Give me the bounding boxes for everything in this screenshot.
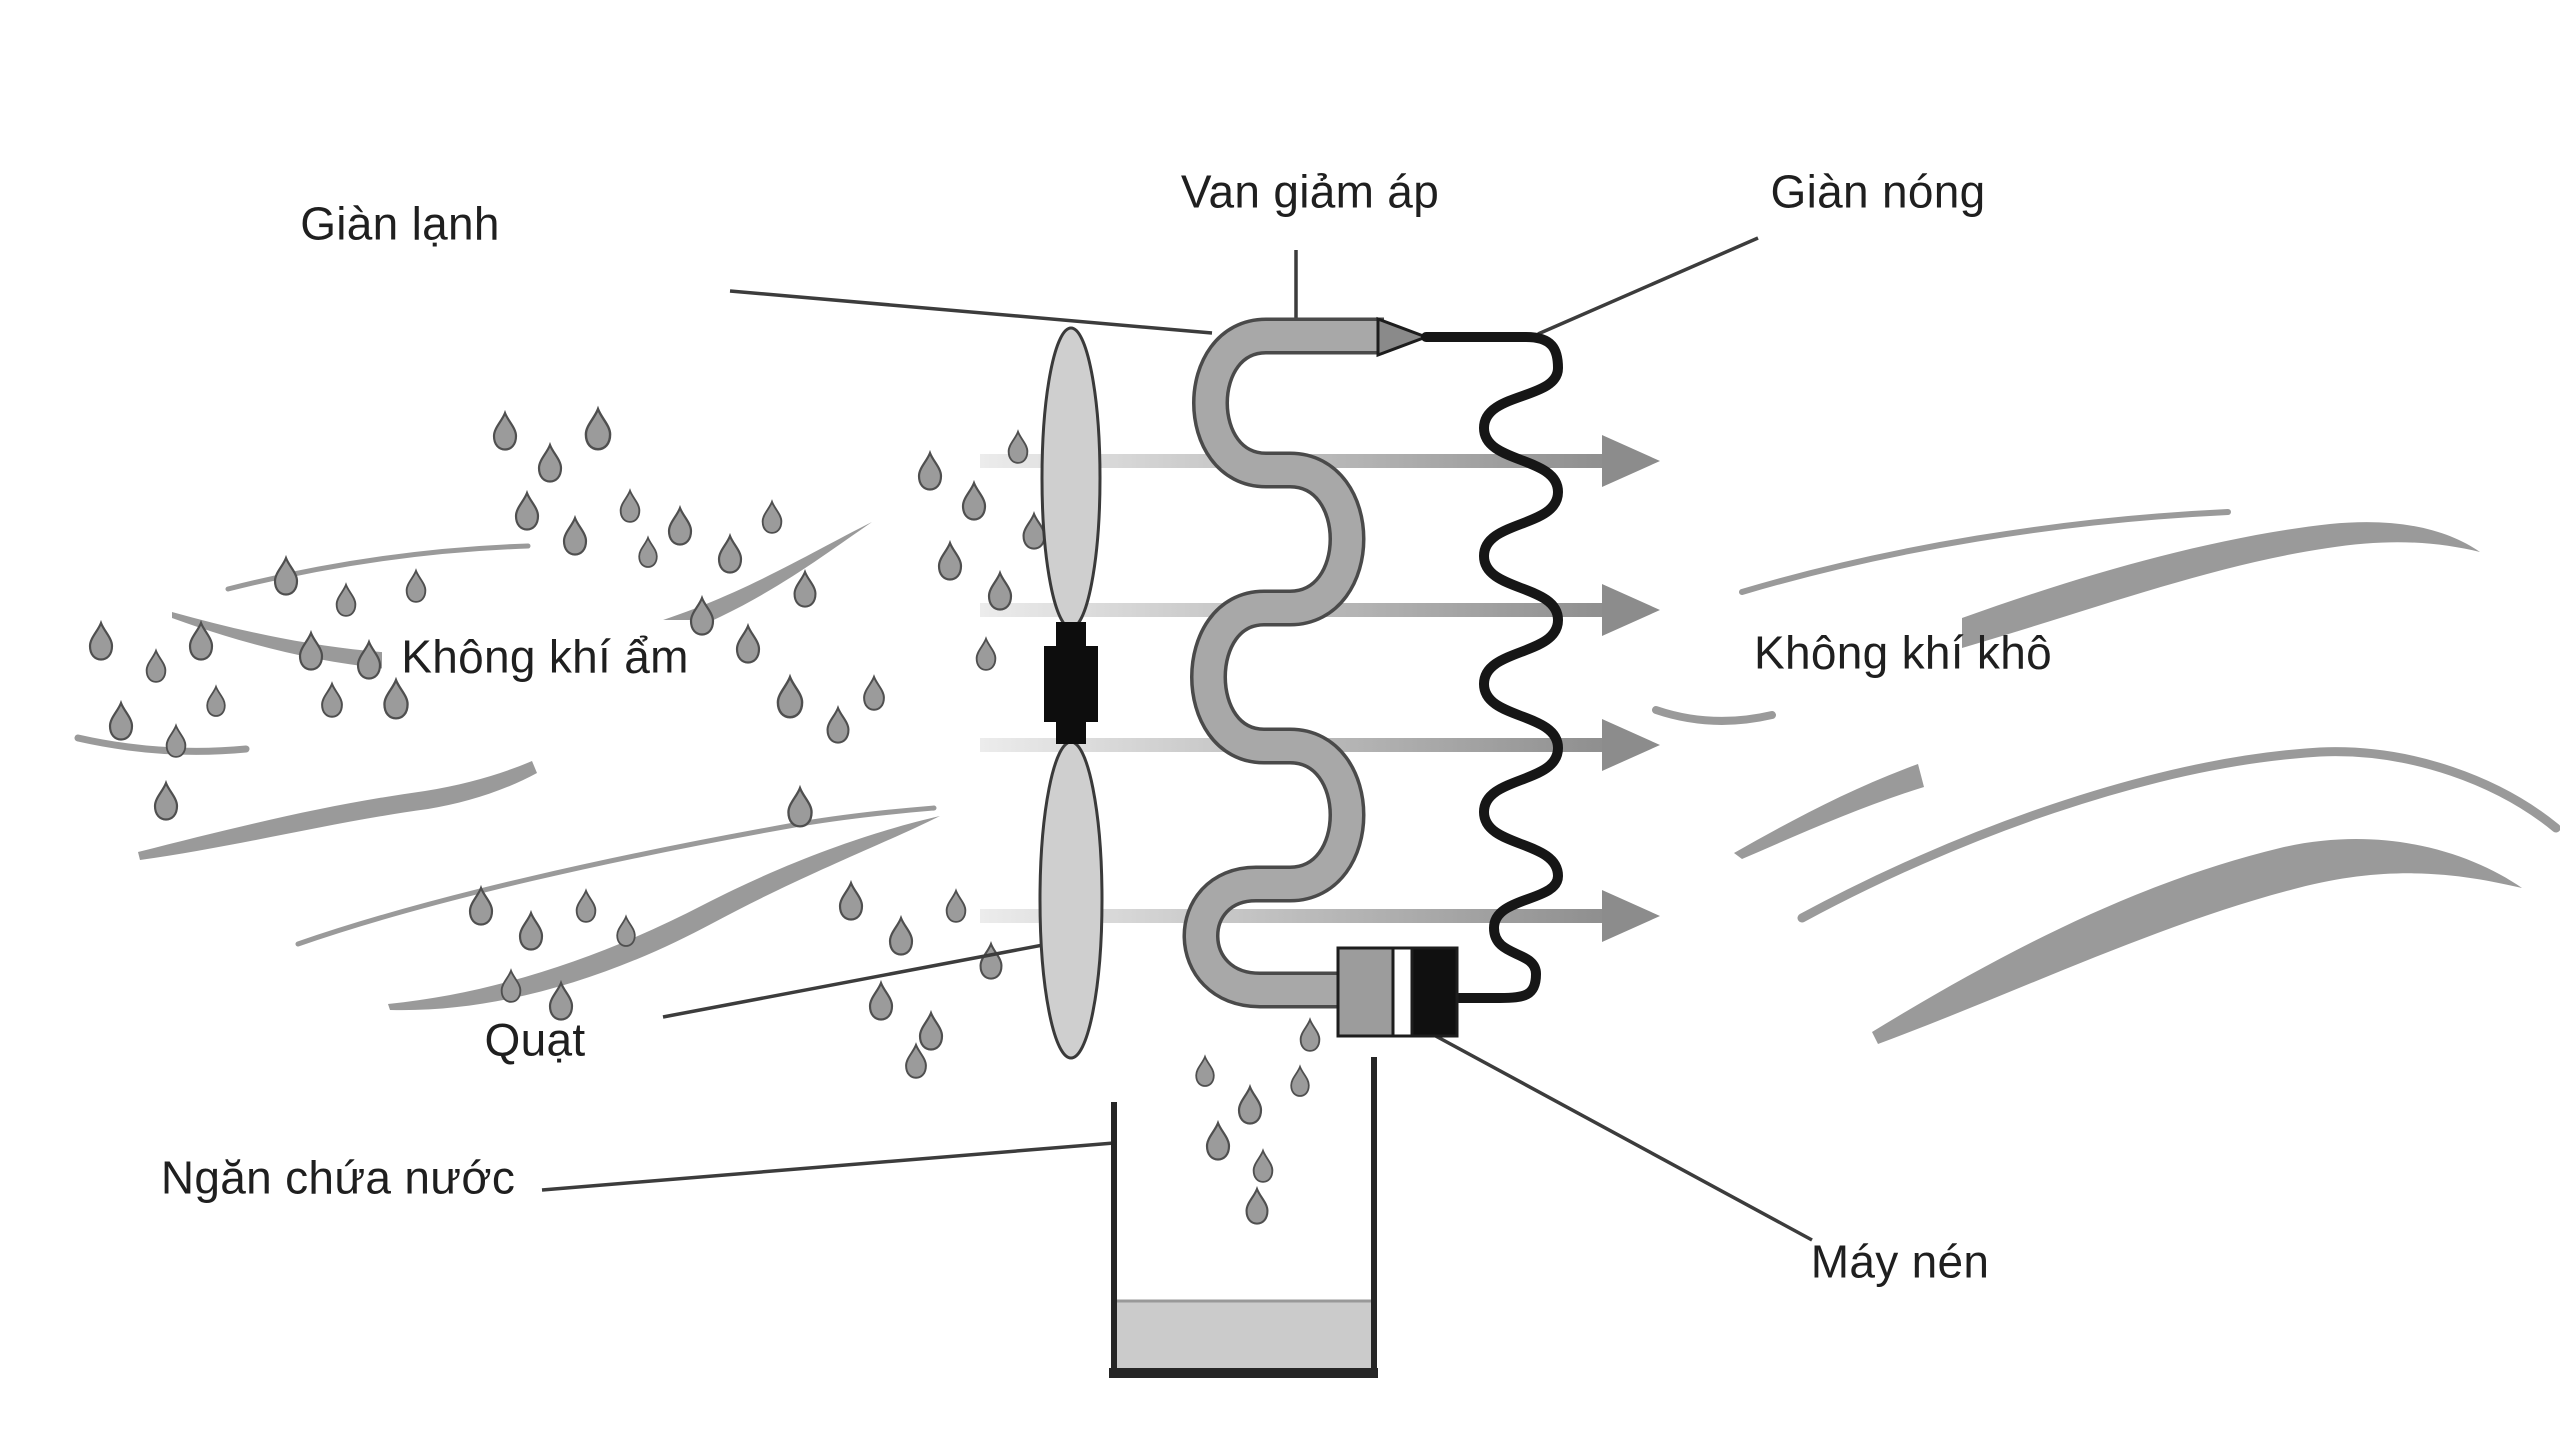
droplet-icon [1299,1018,1321,1052]
wind-line [1734,764,1924,859]
droplet-icon [321,682,343,718]
dry-air-wind-lines [1652,509,2560,1044]
condensate-droplets [1195,1018,1321,1225]
droplet-icon [1252,1149,1274,1183]
compressor [1336,946,1459,1038]
fan-blade-top [1040,326,1102,630]
droplet-icon [88,621,114,661]
water-tank [1109,1057,1378,1378]
evaporator-coil-body [1186,321,1384,1005]
droplet-icon [616,915,636,947]
droplet-icon [584,407,612,451]
droplet-icon [1205,1121,1231,1161]
leader-lines [541,236,1813,1242]
fan [1038,326,1104,1060]
wind-line [388,816,940,1011]
wind-line [1962,522,2480,648]
droplet-icon [537,443,563,483]
fan-blade-bottom [1038,740,1104,1060]
wind-line [295,805,937,947]
droplet-icon [619,489,641,523]
wind-line [1872,839,2522,1044]
label-water-tank: Ngăn chứa nước [160,1151,516,1204]
droplet-icon [1007,430,1029,464]
droplet-icon [514,491,540,531]
label-fan: Quạt [484,1013,586,1066]
compressor-body-gray [1336,946,1395,1038]
droplet-icon [937,541,963,581]
water-fill [1117,1300,1371,1370]
droplet-icon [1245,1187,1269,1225]
droplet-icon [918,1011,944,1051]
label-humid-air: Không khí ẩm [401,630,689,683]
leader-line-water-tank [541,1141,1115,1192]
droplet-icon [888,916,914,956]
droplet-icon [917,451,943,491]
wind-line [1797,747,2560,923]
droplet-icon [667,506,693,546]
droplet-icon [153,781,179,821]
evaporator-coil [1182,317,1384,1009]
droplet-icon [961,481,987,521]
droplet-icon [335,583,357,617]
fan-shaft-bottom [1056,718,1086,744]
label-compressor: Máy nén [1810,1235,1990,1288]
droplet-icon [1237,1085,1263,1125]
droplet-icon [575,889,597,923]
droplet-icon [905,1043,927,1079]
droplet-icon [500,969,522,1003]
leader-line-evaporator [729,289,1213,335]
expansion-valve [1376,316,1431,358]
droplet-icon [356,640,382,680]
droplet-icon [638,536,658,568]
wind-line [225,543,531,592]
label-condenser: Giàn nóng [1770,165,1986,218]
droplet-icon [717,534,743,574]
droplet-icon [1290,1065,1310,1097]
compressor-body-black [1410,946,1459,1038]
droplet-icon [492,411,518,451]
label-expansion-valve: Van giảm áp [1180,165,1440,218]
droplet-icon [987,571,1013,611]
droplet-icon [1195,1055,1215,1087]
droplet-icon [273,556,299,596]
label-dry-air: Không khí khô [1753,626,2053,679]
droplet-icon [206,685,226,717]
droplet-icon [868,981,894,1021]
humid-air-wind-lines [74,522,940,1011]
compressor-stripe [1391,946,1414,1038]
droplet-icon [108,701,134,741]
leader-line-compressor [1431,1032,1813,1242]
leader-line-fan [662,936,1081,1019]
condenser-coil [1421,332,1563,1003]
droplet-icon [165,724,187,758]
droplet-icon [787,786,813,828]
droplet-icon [838,881,864,921]
wind-line [1652,706,1776,725]
droplet-icon [518,911,544,951]
wind-line [74,734,250,755]
droplet-icon [826,706,850,744]
leader-line-condenser [1537,236,1759,336]
wind-line [138,761,537,860]
droplet-icon [793,570,817,608]
airflow-arrow [980,890,1660,942]
droplet-icon [298,631,324,671]
droplet-icon [145,649,167,683]
droplet-icon [562,516,588,556]
fan-shaft-top [1056,622,1086,650]
droplet-icon [761,500,783,534]
label-evaporator: Giàn lạnh [300,197,500,250]
fan-hub [1044,646,1098,722]
droplet-icon [405,569,427,603]
wind-line [1739,509,2231,595]
droplet-icon [945,889,967,923]
droplet-icon [1022,512,1046,550]
wind-line [172,522,872,673]
droplet-icon [979,942,1003,980]
